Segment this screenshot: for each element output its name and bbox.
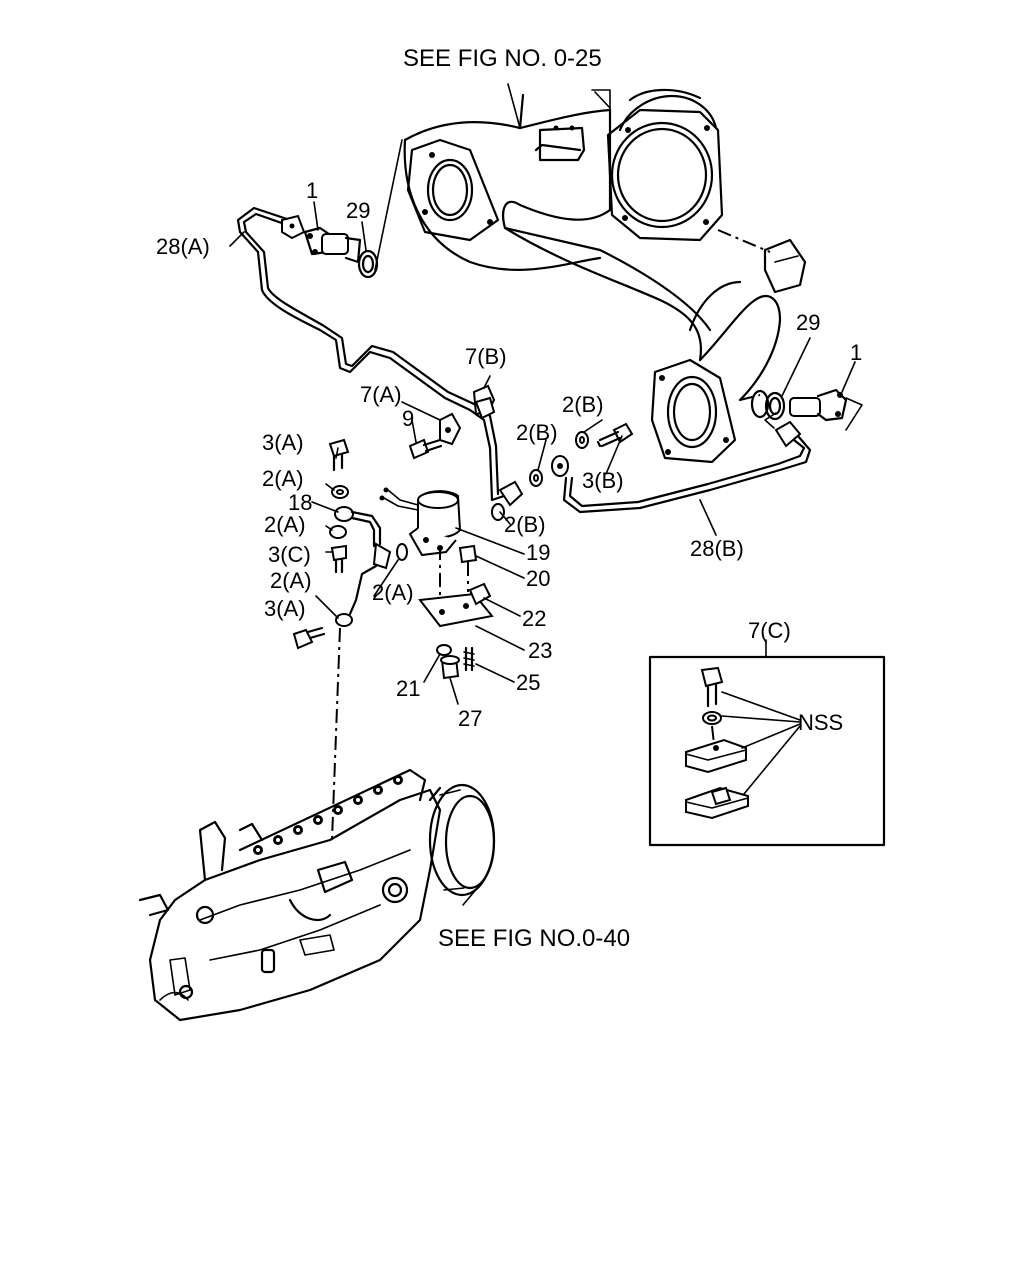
clips (408, 384, 496, 460)
pipe-28b (551, 412, 812, 514)
inset-labels: 7(C) NSS (748, 618, 843, 735)
callout-2a-4: 2(A) (372, 580, 414, 605)
callout-3a-top: 3(A) (262, 430, 304, 455)
inset-7c (648, 639, 886, 847)
callout-29-left: 29 (346, 198, 370, 223)
callout-1-left: 1 (306, 178, 318, 203)
callout-25: 25 (516, 670, 540, 695)
callout-28a: 28(A) (156, 234, 210, 259)
callout-labels: 1 29 28(A) 1 29 28(B) 7(B) 7(A) 9 3(A) 2… (156, 178, 862, 731)
callout-7b: 7(B) (465, 344, 507, 369)
callout-3b: 3(B) (582, 468, 624, 493)
callout-2b-1: 2(B) (562, 392, 604, 417)
right-pressure-sender (750, 388, 863, 431)
left-pressure-sender (303, 139, 403, 279)
reference-labels: SEE FIG NO. 0-25 SEE FIG NO.0-40 (403, 45, 630, 952)
callout-2b-2: 2(B) (516, 420, 558, 445)
callout-29-right: 29 (796, 310, 820, 335)
callout-3c: 3(C) (268, 542, 311, 567)
callout-20: 20 (526, 566, 550, 591)
callout-21: 21 (396, 676, 420, 701)
pipe-28a (236, 206, 524, 507)
callout-2a-1: 2(A) (262, 466, 304, 491)
callout-9: 9 (402, 406, 414, 431)
callout-23: 23 (528, 638, 552, 663)
callout-2a-2: 2(A) (264, 512, 306, 537)
see-fig-040-label: SEE FIG NO.0-40 (438, 925, 630, 952)
pressure-switch-19 (379, 487, 462, 557)
bracket-23 (418, 544, 494, 680)
callout-27: 27 (458, 706, 482, 731)
callout-7a: 7(A) (360, 382, 402, 407)
callout-19: 19 (526, 540, 550, 565)
inset-title: 7(C) (748, 618, 791, 643)
callout-22: 22 (522, 606, 546, 631)
callout-2b-3: 2(B) (504, 512, 546, 537)
callout-1-right: 1 (850, 340, 862, 365)
callout-18: 18 (288, 490, 312, 515)
see-fig-025-label: SEE FIG NO. 0-25 (403, 45, 602, 72)
pipe-18-hardware (292, 438, 408, 841)
callout-28b: 28(B) (690, 536, 744, 561)
leader-lines (229, 83, 856, 906)
inset-nss-label: NSS (798, 710, 843, 735)
injection-pump (138, 768, 496, 1022)
bolt-3b-washers-2b (491, 422, 634, 521)
exhaust-manifold (403, 88, 807, 464)
callout-3a-bottom: 3(A) (264, 596, 306, 621)
callout-2a-3: 2(A) (270, 568, 312, 593)
